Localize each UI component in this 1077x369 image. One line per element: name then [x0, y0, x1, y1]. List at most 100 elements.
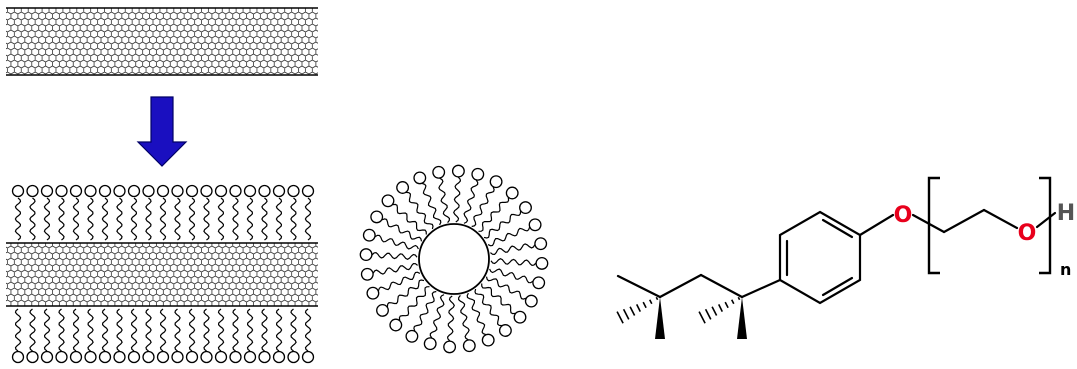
hash-line [643, 302, 646, 308]
surfactant-head [406, 331, 418, 343]
surfactant-head [85, 352, 96, 363]
surfactant-head [245, 186, 256, 197]
surfactant-tail [30, 309, 35, 351]
surfactant-layer-bottom [13, 309, 314, 363]
surfactant-head [216, 186, 227, 197]
surfactant-tail [291, 309, 296, 351]
hydrogen-atom: H [1057, 201, 1075, 226]
surfactant-tail [479, 198, 509, 232]
surfactant-head [482, 334, 494, 346]
wedge-bond [737, 297, 747, 339]
surfactant-head [230, 186, 241, 197]
surfactant-tail [190, 309, 195, 351]
hash-line [732, 300, 734, 304]
surfactant-tail [430, 295, 444, 338]
bond [944, 210, 984, 232]
surfactant-tail [291, 198, 296, 240]
hash-line [699, 312, 705, 324]
stereo-bonds [617, 297, 747, 339]
surfactant-tail [459, 295, 470, 339]
surfactant-tail [247, 198, 252, 240]
hash-line [719, 304, 723, 311]
surfactant-head [129, 186, 140, 197]
surfactant-head [230, 352, 241, 363]
surfactant-tail [131, 198, 136, 240]
surfactant-head [71, 352, 82, 363]
surfactant-tail [160, 198, 165, 240]
surfactant-head [529, 219, 541, 231]
surfactant-tail [482, 284, 516, 314]
surfactant-head [259, 186, 270, 197]
surfactant-tail [117, 309, 122, 351]
surfactant-tail [387, 280, 424, 307]
surfactant-head [414, 172, 426, 184]
hash-line [706, 309, 711, 319]
nanotube-lattice [6, 8, 318, 75]
surfactant-head [259, 352, 270, 363]
surfactant-tail [30, 198, 35, 240]
bond [618, 276, 660, 297]
hash-line [738, 297, 739, 300]
hash-line [624, 309, 629, 319]
surfactant-tail [375, 235, 418, 249]
surfactant-head [201, 352, 212, 363]
surfactant-tail [399, 287, 429, 321]
surfactant-head [85, 186, 96, 197]
surfactant-head [464, 340, 476, 352]
hash-line [617, 312, 623, 324]
surfactant-head [433, 167, 445, 179]
surfactant-tail [276, 198, 281, 240]
surfactant-head [535, 238, 547, 250]
surfactant-tail [102, 198, 107, 240]
coated-nanotube [6, 186, 318, 363]
surfactant-head [444, 341, 456, 353]
hash-line [712, 307, 717, 316]
surfactant-head [42, 186, 53, 197]
surfactant-head [13, 186, 24, 197]
surfactant-tail [175, 309, 180, 351]
surfactant-head [100, 186, 111, 197]
surfactant-head [533, 277, 545, 289]
surfactant-tail [484, 211, 521, 238]
wedge-bond [655, 297, 665, 339]
surfactant-tail [73, 198, 78, 240]
surfactant-head [114, 352, 125, 363]
surfactant-tail [16, 309, 21, 351]
surfactant-head [453, 165, 465, 177]
surfactant-tail [262, 309, 267, 351]
surfactant-tail [103, 309, 108, 351]
surfactant-head [472, 169, 484, 181]
surfactant-tail [88, 309, 93, 351]
surfactant-tail [454, 177, 461, 222]
surfactant-tail [175, 198, 180, 240]
surfactant-head [303, 352, 314, 363]
surfactant-head [158, 186, 169, 197]
surfactant-head [526, 295, 538, 307]
surfactant-tail [393, 204, 427, 234]
surfactant-tail [218, 198, 223, 240]
surfactant-head [100, 352, 111, 363]
surfactant-tail [59, 309, 64, 351]
micelle-core [419, 224, 489, 294]
surfactant-head [360, 249, 372, 261]
surfactant-tail [219, 309, 224, 351]
surfactant-tail [448, 296, 455, 341]
bond [660, 275, 701, 297]
surfactant-tail [189, 198, 194, 240]
surfactant-head [216, 352, 227, 363]
surfactant-head [13, 352, 24, 363]
hash-line [637, 304, 641, 311]
micelle [360, 165, 547, 352]
surfactant-head [71, 186, 82, 197]
surfactant-head [274, 352, 285, 363]
surfactant-tail [74, 309, 79, 351]
repeat-subscript: n [1060, 260, 1071, 279]
surfactant-tail [204, 198, 209, 240]
surfactant-tail [406, 192, 433, 229]
surfactant-head [536, 258, 548, 270]
nanotube-lattice [6, 243, 318, 306]
bond [984, 210, 1017, 228]
surfactant-tail [233, 198, 238, 240]
surfactant-head [362, 269, 374, 281]
